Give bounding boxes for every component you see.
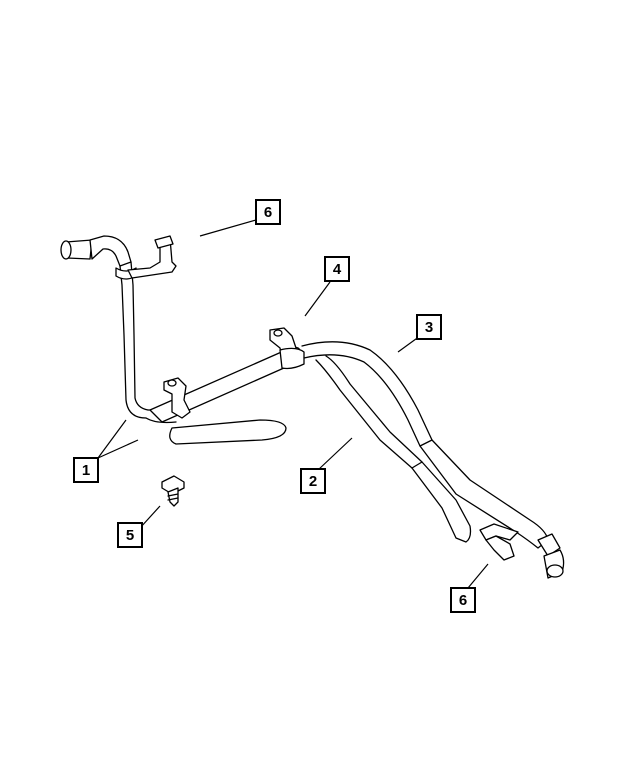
leader-6-top — [199, 219, 257, 237]
callout-5: 5 — [117, 522, 143, 548]
leader-2 — [317, 437, 353, 471]
leader-5 — [139, 505, 161, 529]
leader-1 — [97, 419, 127, 459]
leader-1b — [97, 439, 139, 459]
callout-3-label: 3 — [425, 319, 433, 336]
callout-3: 3 — [416, 314, 442, 340]
callout-4: 4 — [324, 256, 350, 282]
callout-2: 2 — [300, 468, 326, 494]
callout-6-bottom-label: 6 — [459, 592, 467, 609]
leader-4 — [304, 281, 331, 317]
leader-6-bottom — [467, 563, 489, 589]
callout-6-top-label: 6 — [264, 204, 272, 221]
part-1-hose — [60, 235, 287, 445]
part-3-hose — [301, 341, 565, 579]
callout-6-bottom: 6 — [450, 587, 476, 613]
part-6-clip-lower — [479, 523, 519, 561]
callout-6-top: 6 — [255, 199, 281, 225]
part-4-tube — [149, 327, 305, 423]
part-2-hose — [315, 355, 472, 543]
part-5-screw — [161, 475, 185, 507]
callout-1-label: 1 — [82, 462, 90, 479]
callout-5-label: 5 — [126, 527, 134, 544]
callout-2-label: 2 — [309, 473, 317, 490]
callout-1: 1 — [73, 457, 99, 483]
callout-4-label: 4 — [333, 261, 342, 278]
